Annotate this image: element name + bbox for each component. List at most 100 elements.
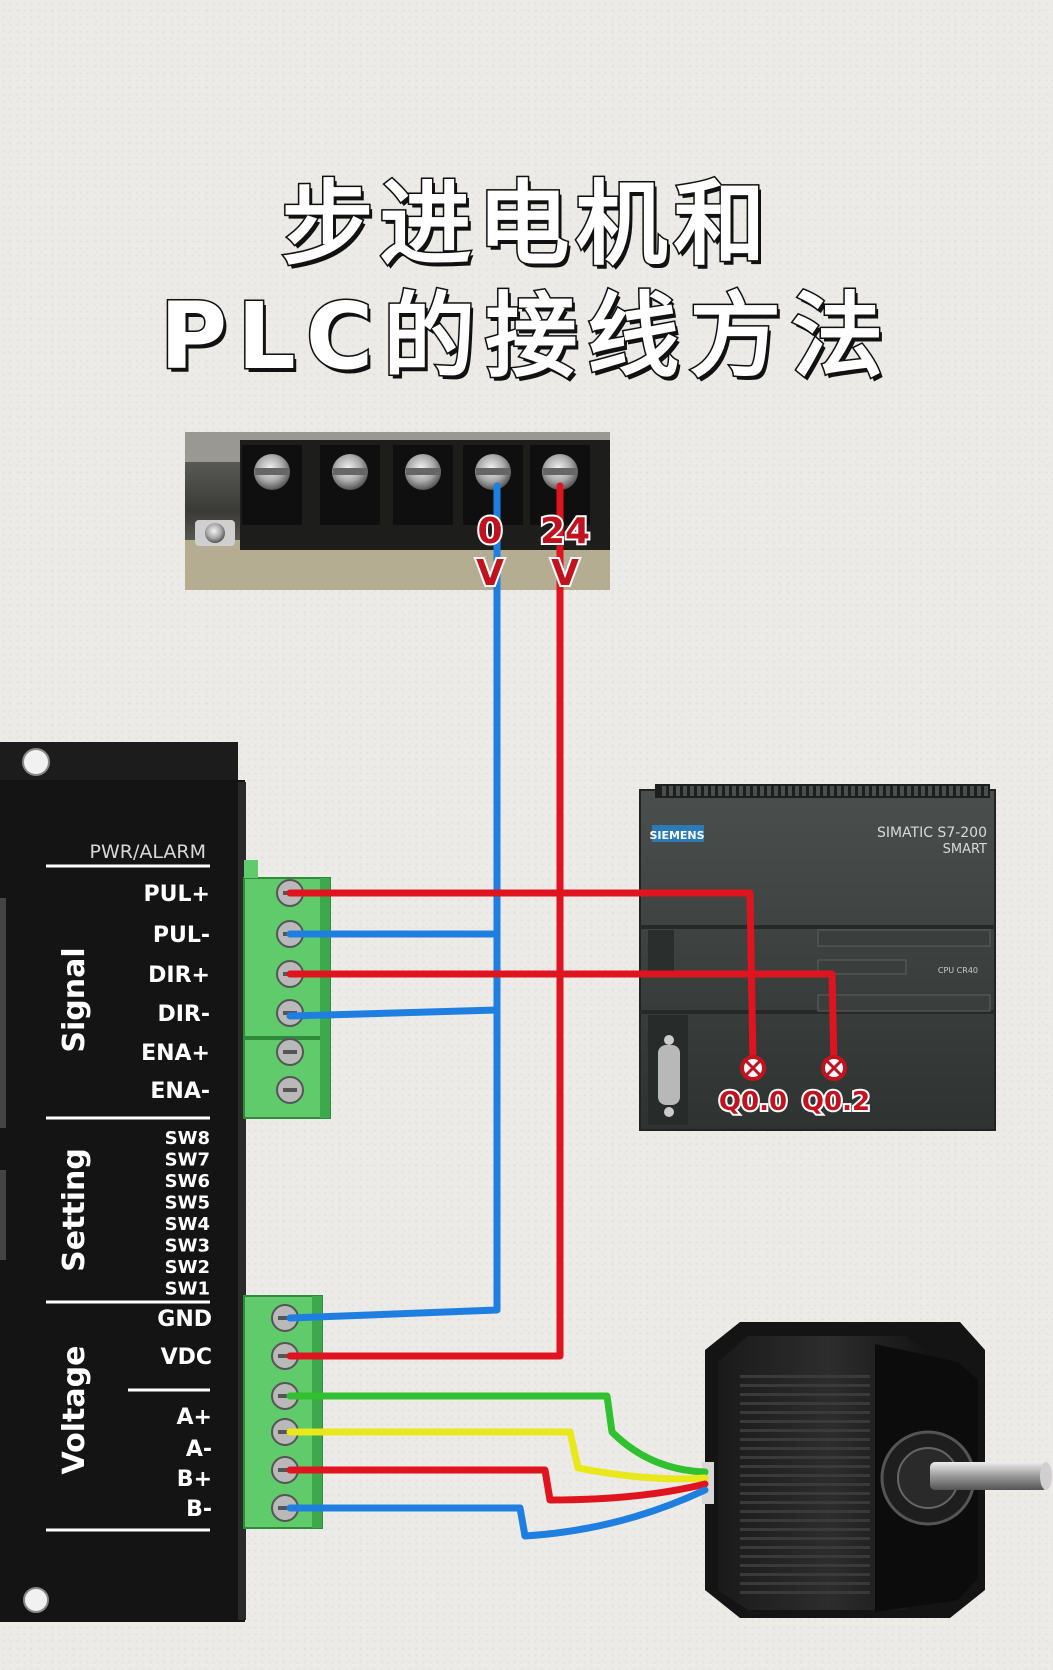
- plc-vent: [732, 786, 736, 796]
- motor-fin: [740, 1510, 870, 1513]
- motor-fin: [740, 1501, 870, 1504]
- section-signal-label: Signal: [57, 947, 92, 1052]
- terminal-screw-slot: [278, 1354, 292, 1358]
- signal-pin-label: DIR+: [148, 963, 210, 988]
- plc-output-q00-label: Q0.0: [719, 1087, 787, 1117]
- plc-brand: SIEMENS: [649, 829, 704, 842]
- section-setting-label: Setting: [57, 1148, 92, 1272]
- plc-vent: [767, 786, 771, 796]
- plc-vent: [760, 786, 764, 796]
- plc-vent: [935, 786, 939, 796]
- terminal-screw-slot: [283, 1050, 297, 1054]
- terminal-screw-slot: [278, 1468, 292, 1472]
- plc-vent: [914, 786, 918, 796]
- setting-pin-label: SW4: [165, 1214, 210, 1235]
- signal-pin-label: ENA+: [141, 1041, 210, 1066]
- plc-vent: [886, 786, 890, 796]
- wires: [286, 482, 838, 1540]
- plc-vent: [753, 786, 757, 796]
- motor-pin-label: B-: [186, 1497, 212, 1522]
- motor-fin: [740, 1564, 870, 1567]
- motor-fin: [740, 1582, 870, 1585]
- ps-screw-slot: [543, 468, 577, 475]
- plc-vent: [900, 786, 904, 796]
- plc-vent: [725, 786, 729, 796]
- terminal-screw-slot: [278, 1316, 292, 1320]
- plc-vent: [949, 786, 953, 796]
- motor-fin: [740, 1465, 870, 1468]
- terminal-screw-slot: [283, 1088, 297, 1092]
- plc-vent: [928, 786, 932, 796]
- motor-fin: [740, 1375, 870, 1378]
- plc-vent: [683, 786, 687, 796]
- motor-fin: [740, 1420, 870, 1423]
- plc-vent: [879, 786, 883, 796]
- motor-fin: [740, 1393, 870, 1396]
- setting-pin-label: SW3: [165, 1236, 210, 1257]
- motor-pin-label: B+: [177, 1467, 212, 1492]
- ps-screw-slot: [476, 468, 510, 475]
- motor-fin: [740, 1474, 870, 1477]
- plc-vent: [795, 786, 799, 796]
- motor-fin: [740, 1483, 870, 1486]
- plc-cpu-label: CPU CR40: [938, 966, 978, 975]
- plc-vent: [984, 786, 988, 796]
- motor-fin: [740, 1429, 870, 1432]
- plc-vent: [844, 786, 848, 796]
- plc-vent: [830, 786, 834, 796]
- motor-pin-label: A+: [177, 1405, 212, 1430]
- setting-pin-label: SW5: [165, 1193, 210, 1214]
- plc-vent: [942, 786, 946, 796]
- plc-output-q02-terminal: [821, 1055, 847, 1081]
- plc-vent: [851, 786, 855, 796]
- ps-screw-slot: [406, 468, 440, 475]
- ps-screw-slot: [333, 468, 367, 475]
- setting-pin-label: SW6: [165, 1171, 210, 1192]
- plc-vent: [704, 786, 708, 796]
- signal-pin-label: DIR-: [157, 1002, 210, 1027]
- motor-fin: [740, 1456, 870, 1459]
- setting-pin-label: SW8: [165, 1128, 210, 1149]
- power-24v-label: 24 V: [538, 509, 592, 596]
- plc-vent: [907, 786, 911, 796]
- stepper-motor: [702, 1322, 1052, 1618]
- plc-model-line1: SIMATIC S7-200: [877, 825, 987, 841]
- plc-vent: [802, 786, 806, 796]
- power-0v-label: 0 V: [474, 509, 506, 596]
- motor-fin: [740, 1591, 870, 1594]
- plc-vent: [963, 786, 967, 796]
- plc-vent: [669, 786, 673, 796]
- plc-vent: [662, 786, 666, 796]
- plc-vent: [823, 786, 827, 796]
- plc-vent: [858, 786, 862, 796]
- motor-fin: [740, 1447, 870, 1450]
- plc-vent: [781, 786, 785, 796]
- stepper-driver: [0, 742, 246, 1622]
- plc-vent: [711, 786, 715, 796]
- section-voltage-label: Voltage: [57, 1346, 92, 1475]
- plc-vent: [788, 786, 792, 796]
- power-24v-unit: V: [551, 553, 579, 594]
- power-pin-label: GND: [157, 1307, 212, 1332]
- plc-model-line2: SMART: [943, 842, 987, 857]
- motor-fin: [740, 1519, 870, 1522]
- pwr-alarm-label: PWR/ALARM: [90, 841, 206, 863]
- motor-pin-label: A-: [186, 1437, 212, 1462]
- setting-pin-label: SW7: [165, 1150, 210, 1171]
- power-24v-number: 24: [540, 511, 590, 552]
- motor-fin: [740, 1537, 870, 1540]
- signal-pin-label: ENA-: [150, 1079, 210, 1104]
- signal-pin-label: PUL+: [144, 882, 210, 907]
- plc-vent: [697, 786, 701, 796]
- title-line-1: 步进电机和: [280, 170, 772, 280]
- terminal-screw-slot: [278, 1506, 292, 1510]
- motor-fin: [740, 1546, 870, 1549]
- motor-fin: [740, 1573, 870, 1576]
- plc-output-q02-label: Q0.2: [802, 1087, 870, 1117]
- plc-vent: [774, 786, 778, 796]
- terminal-screw-slot: [278, 1394, 292, 1398]
- motor-fin: [740, 1438, 870, 1441]
- plc-vent: [970, 786, 974, 796]
- plc-vent: [816, 786, 820, 796]
- setting-pin-label: SW2: [165, 1257, 210, 1278]
